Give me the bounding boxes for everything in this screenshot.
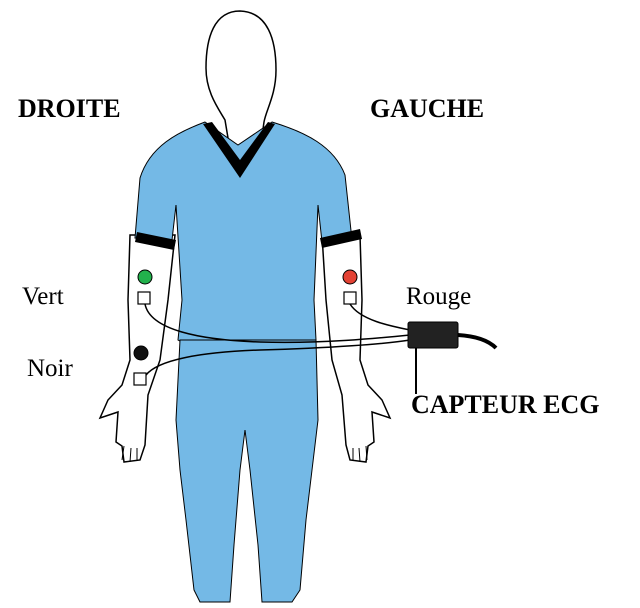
black-electrode [134, 346, 148, 360]
right-side-label: DROITE [18, 96, 121, 122]
green-electrode-clip [138, 292, 150, 304]
red-electrode-label: Rouge [406, 284, 471, 309]
black-electrode-label: Noir [27, 356, 73, 381]
red-electrode-clip [344, 292, 356, 304]
ecg-sensor-cable [458, 335, 496, 348]
ecg-sensor-label: CAPTEUR ECG [411, 392, 600, 418]
pants [176, 340, 318, 602]
left-side-label: GAUCHE [370, 96, 484, 122]
left-arm [322, 235, 390, 462]
black-electrode-clip [134, 373, 146, 385]
red-electrode [343, 270, 357, 284]
ecg-sensor-box [408, 322, 458, 348]
green-electrode [138, 270, 152, 284]
green-electrode-label: Vert [22, 284, 64, 309]
